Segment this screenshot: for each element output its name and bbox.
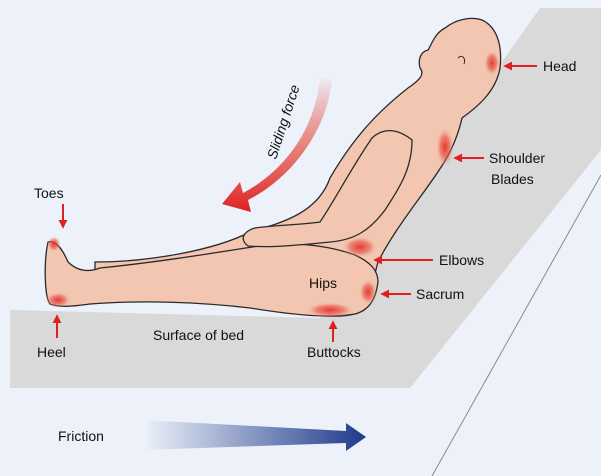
toes-label: Toes [34,185,64,201]
pressure-point-heel [45,292,71,308]
elbows-label: Elbows [439,252,484,268]
heel-label: Heel [37,344,66,360]
sacrum-label: Sacrum [416,286,464,302]
buttocks-label: Buttocks [307,344,361,360]
pressure-point-head [484,50,500,76]
head-label: Head [543,58,576,74]
hips-label: Hips [309,275,337,291]
pressure-point-toes [47,236,61,252]
shoulder-label: Shoulder [489,150,545,166]
friction-arrow [143,420,366,451]
pressure-point-elbow [342,236,378,258]
pressure-point-sacrum [359,279,377,305]
pressure-point-shoulder [436,127,454,167]
friction-label: Friction [58,428,104,444]
surface-of-bed-label: Surface of bed [153,327,244,343]
blades-label: Blades [491,171,534,187]
pressure-point-buttocks [305,302,355,318]
